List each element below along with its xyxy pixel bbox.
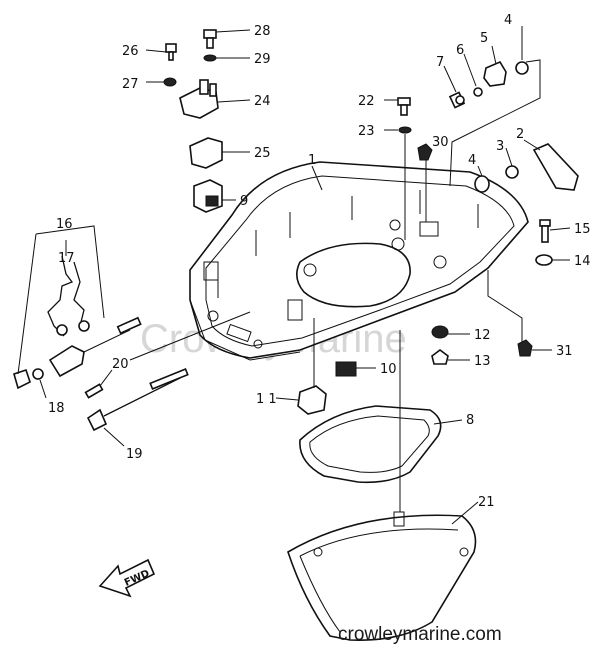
part-19-cable (86, 368, 189, 432)
callout-29: 29 (254, 52, 271, 67)
callout-6: 6 (456, 43, 464, 58)
gasket (299, 405, 442, 484)
part-connector (48, 345, 85, 378)
part-2-lever (532, 143, 579, 191)
callout-4-lower: 4 (468, 153, 476, 168)
fwd-arrow-icon: FWD (98, 558, 156, 598)
callout-16: 16 (56, 217, 73, 232)
harness-wire (83, 329, 131, 353)
part-3-washer (505, 165, 519, 179)
part-13-nut (431, 349, 449, 365)
callout-11: 1 1 (256, 392, 277, 407)
part-12-grommet (431, 325, 449, 339)
callout-4-top: 4 (504, 13, 512, 28)
part-17-harness (47, 255, 90, 337)
site-credit: crowleymarine.com (338, 624, 502, 645)
part-25-block (189, 137, 223, 169)
part-20-pin (84, 383, 104, 399)
callout-22: 22 (358, 94, 375, 109)
part-terminal (116, 316, 142, 335)
callout-24: 24 (254, 94, 271, 109)
part-9-cap (193, 179, 223, 213)
callout-8: 8 (466, 413, 474, 428)
part-11-grommet (297, 385, 327, 415)
part-15-bolt (539, 219, 551, 243)
part-7-bolt (448, 91, 466, 109)
part-4-grommet (515, 61, 529, 75)
part-6-washer (473, 87, 483, 97)
bottom-cowling (189, 161, 529, 361)
part-22-bolt (397, 97, 411, 116)
part-23-washer (398, 126, 412, 134)
callout-2: 2 (516, 127, 524, 142)
callout-1: 1 (308, 153, 316, 168)
callout-31: 31 (556, 344, 573, 359)
part-30-grommet (417, 143, 433, 161)
callout-28: 28 (254, 24, 271, 39)
callout-17: 17 (58, 251, 75, 266)
leader-lines (17, 26, 571, 525)
part-26-screw (165, 43, 177, 61)
callout-10: 10 (380, 362, 397, 377)
callout-19: 19 (126, 447, 143, 462)
part-18-grommet (32, 368, 44, 380)
callout-5: 5 (480, 31, 488, 46)
callout-21: 21 (478, 495, 495, 510)
part-29-washer (203, 54, 217, 62)
part-27-washer (163, 77, 177, 87)
callout-3: 3 (496, 139, 504, 154)
callout-30: 30 (432, 135, 449, 150)
part-14-washer (535, 254, 553, 266)
callout-15: 15 (574, 222, 591, 237)
lower-cover (287, 511, 477, 641)
part-10-plate (335, 361, 357, 377)
part-28-bolt (203, 29, 217, 49)
callout-26: 26 (122, 44, 139, 59)
callout-7: 7 (436, 55, 444, 70)
callout-27: 27 (122, 77, 139, 92)
callout-20: 20 (112, 357, 129, 372)
callout-9: 9 (240, 194, 248, 209)
callout-12: 12 (474, 328, 491, 343)
callout-14: 14 (574, 254, 591, 269)
part-4-grommet-lower (474, 175, 490, 193)
callout-13: 13 (474, 354, 491, 369)
part-31-plug (517, 339, 533, 357)
part-18-nut (13, 368, 31, 390)
callout-25: 25 (254, 146, 271, 161)
callout-18: 18 (48, 401, 65, 416)
part-5-bracket (483, 60, 507, 87)
callout-23: 23 (358, 124, 375, 139)
part-24-bracket (179, 79, 219, 119)
